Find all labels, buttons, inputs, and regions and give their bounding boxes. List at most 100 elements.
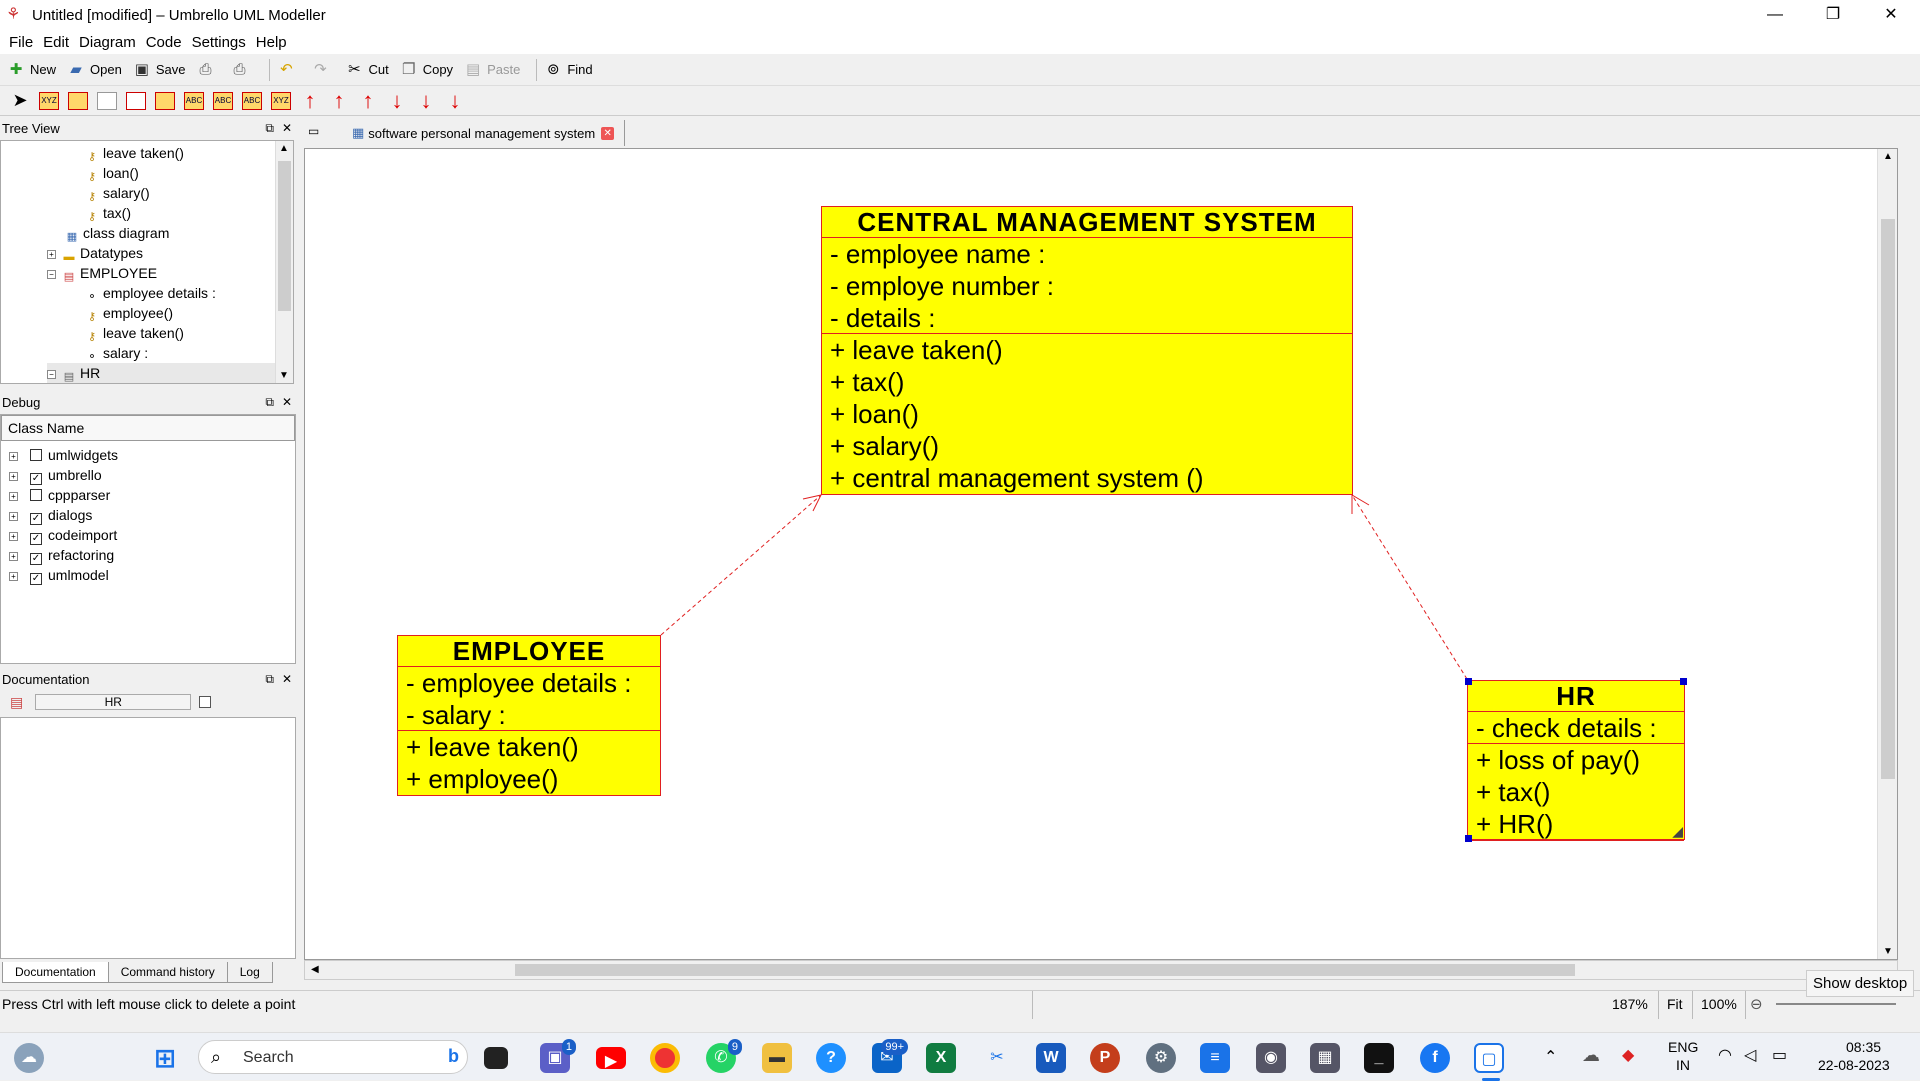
close-panel-icon[interactable]: ✕ [281, 121, 292, 135]
debug-row[interactable]: +cppparser [9, 485, 110, 505]
restore-button[interactable]: ❐ [1825, 6, 1841, 23]
tool-datatype[interactable]: ABC [182, 89, 206, 113]
expand-icon[interactable]: + [9, 512, 18, 521]
tab-diagram[interactable]: ▦ software personal management system ✕ [342, 120, 626, 146]
collapse-icon[interactable]: − [47, 270, 56, 279]
documentation-text[interactable] [0, 717, 296, 959]
search-box[interactable]: ⌕ Search b [198, 1040, 468, 1074]
tree-item[interactable]: ⚷employee() [85, 303, 173, 323]
scroll-up-icon[interactable]: ▲ [279, 143, 289, 154]
attribute[interactable]: - employe number : [830, 271, 1054, 301]
tab-command-history[interactable]: Command history [107, 962, 228, 983]
chevron-up-icon[interactable]: ⌃ [1544, 1049, 1558, 1066]
scroll-down-icon[interactable]: ▼ [279, 370, 289, 381]
weather-icon[interactable]: ☁ [14, 1043, 44, 1073]
paste-button[interactable]: ▤Paste [463, 60, 520, 80]
realization-line-hr[interactable] [1351, 494, 1468, 680]
tree-scrollbar[interactable]: ▲ ▼ [275, 141, 293, 383]
facebook-icon[interactable]: f [1420, 1043, 1450, 1073]
zoom-100-button[interactable]: 100% [1692, 991, 1746, 1019]
operation[interactable]: + loan() [830, 399, 919, 429]
clock-time[interactable]: 08:35 [1846, 1039, 1882, 1055]
tool-class[interactable]: XYZ [37, 89, 61, 113]
attribute[interactable]: - employee name : [830, 239, 1046, 269]
menu-help[interactable]: Help [255, 33, 287, 51]
expand-icon[interactable]: + [47, 250, 56, 259]
operation[interactable]: + leave taken() [406, 732, 579, 762]
checkbox-checked[interactable]: ✓ [30, 573, 42, 585]
float-icon[interactable]: ⧉ [265, 672, 274, 686]
scroll-thumb[interactable] [1881, 219, 1895, 779]
zoom-slider[interactable] [1776, 1003, 1896, 1005]
start-menu-icon[interactable]: ⊞ [154, 1043, 176, 1073]
terminal-icon[interactable]: _ [1364, 1043, 1394, 1073]
debug-row[interactable]: +umlwidgets [9, 445, 118, 465]
operation[interactable]: + leave taken() [830, 335, 1003, 365]
tree-item[interactable]: −▤EMPLOYEE [47, 263, 157, 283]
operation[interactable]: + central management system () [830, 463, 1204, 493]
chrome-icon[interactable] [650, 1043, 680, 1073]
clock-date[interactable]: 22-08-2023 [1818, 1057, 1890, 1073]
debug-row[interactable]: +✓umbrello [9, 465, 102, 485]
class-central-management-system[interactable]: CENTRAL MANAGEMENT SYSTEM - employee nam… [821, 206, 1353, 495]
expand-icon[interactable]: + [9, 472, 18, 481]
operation[interactable]: + loss of pay() [1476, 745, 1641, 775]
menu-code[interactable]: Code [145, 33, 182, 51]
teams-icon[interactable]: ▣1 [540, 1039, 576, 1073]
operation[interactable]: + salary() [830, 431, 940, 461]
tree-item[interactable]: ⚬employee details : [85, 283, 215, 303]
tool-entity[interactable]: ABC [240, 89, 264, 113]
zoom-fit-button[interactable]: Fit [1658, 991, 1691, 1019]
calculator-icon[interactable]: ▦ [1310, 1043, 1340, 1073]
tool-object[interactable]: XYZ [269, 89, 293, 113]
expand-icon[interactable]: + [9, 532, 18, 541]
whatsapp-icon[interactable]: ✆9 [706, 1039, 742, 1073]
checkbox-checked[interactable]: ✓ [30, 473, 42, 485]
tool-dependency[interactable]: ↓ [449, 87, 461, 113]
scroll-up-icon[interactable]: ▲ [1883, 151, 1893, 162]
attribute[interactable]: - employee details : [406, 668, 632, 698]
undo-button[interactable]: ↶ [276, 60, 300, 80]
minimize-button[interactable]: — [1767, 6, 1783, 23]
mail-icon[interactable]: ✉99+ [872, 1039, 908, 1073]
onedrive-icon[interactable]: ☁ [1582, 1045, 1600, 1065]
operation[interactable]: + employee() [406, 764, 559, 794]
canvas-vertical-scrollbar[interactable]: ▲ ▼ [1877, 149, 1897, 959]
tool-aggregation[interactable]: ↓ [391, 87, 403, 113]
operation[interactable]: + HR() [1476, 809, 1554, 839]
tool-composition[interactable]: ↓ [420, 87, 432, 113]
close-window-button[interactable]: ✕ [1884, 6, 1898, 23]
tree-item[interactable]: ⚷loan() [85, 163, 139, 183]
tree-item[interactable]: ⚷leave taken() [85, 143, 184, 163]
save-button[interactable]: ▣Save [132, 60, 186, 80]
operation[interactable]: + tax() [830, 367, 905, 397]
zoom-out-icon[interactable]: ⊖ [1750, 996, 1763, 1013]
float-icon[interactable]: ⧉ [265, 395, 274, 409]
notepad-icon[interactable]: ≡ [1200, 1043, 1230, 1073]
menu-edit[interactable]: Edit [43, 33, 70, 51]
canvas-horizontal-scrollbar[interactable]: ◀ [304, 960, 1898, 980]
select-tool[interactable]: ➤ [8, 89, 32, 113]
tree-item[interactable]: ⚷tax() [85, 203, 131, 223]
tree-item[interactable]: +▬Datatypes [47, 243, 143, 263]
scroll-down-icon[interactable]: ▼ [1883, 946, 1893, 957]
class-hr[interactable]: HR - check details : + loss of pay() + t… [1465, 678, 1687, 842]
menu-diagram[interactable]: Diagram [79, 33, 136, 51]
copy-button[interactable]: ❐Copy [399, 60, 453, 80]
scroll-thumb[interactable] [278, 161, 291, 311]
tree-item[interactable]: ⚬salary : [85, 343, 148, 363]
debug-row[interactable]: +✓umlmodel [9, 565, 109, 585]
tab-log[interactable]: Log [226, 962, 273, 983]
language-indicator[interactable]: ENG [1668, 1039, 1699, 1055]
new-diagram-icon[interactable]: ▭ [308, 124, 320, 138]
checkbox[interactable] [30, 489, 42, 501]
selection-handle[interactable] [1680, 678, 1687, 685]
expand-icon[interactable]: + [9, 492, 18, 501]
print-button[interactable]: ⎙ [195, 60, 219, 80]
tool-box[interactable] [124, 89, 148, 113]
close-tab-icon[interactable]: ✕ [601, 126, 615, 140]
checkbox-checked[interactable]: ✓ [30, 553, 42, 565]
tool-package[interactable] [153, 89, 177, 113]
column-header-class-name[interactable]: Class Name [1, 415, 295, 441]
file-explorer-icon[interactable]: ▬ [762, 1043, 792, 1073]
